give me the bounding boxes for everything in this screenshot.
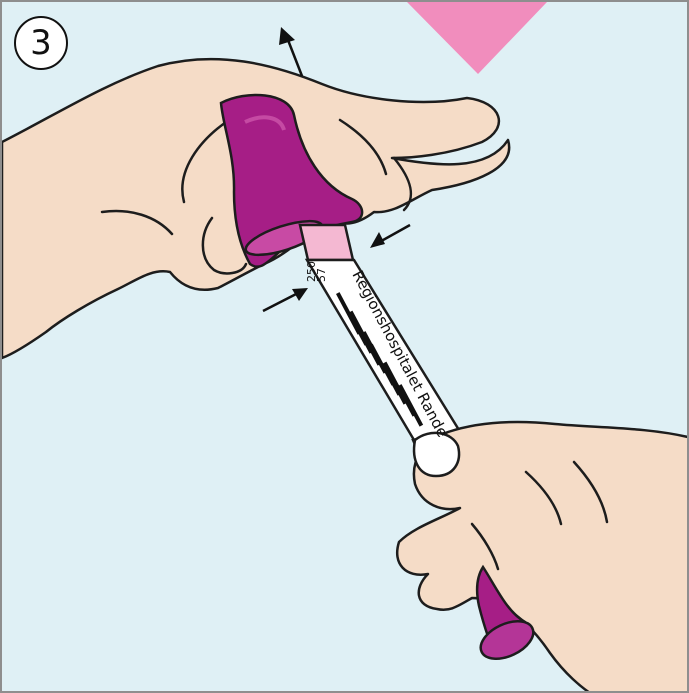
step-number-text: 3 bbox=[30, 23, 52, 63]
downward-pink-arrow-icon bbox=[407, 2, 547, 74]
step-number-badge: 3 bbox=[14, 16, 68, 70]
pull-up-arrow-icon bbox=[279, 27, 302, 76]
lower-hand bbox=[397, 422, 689, 693]
tube-code-2: 57 bbox=[315, 268, 328, 282]
